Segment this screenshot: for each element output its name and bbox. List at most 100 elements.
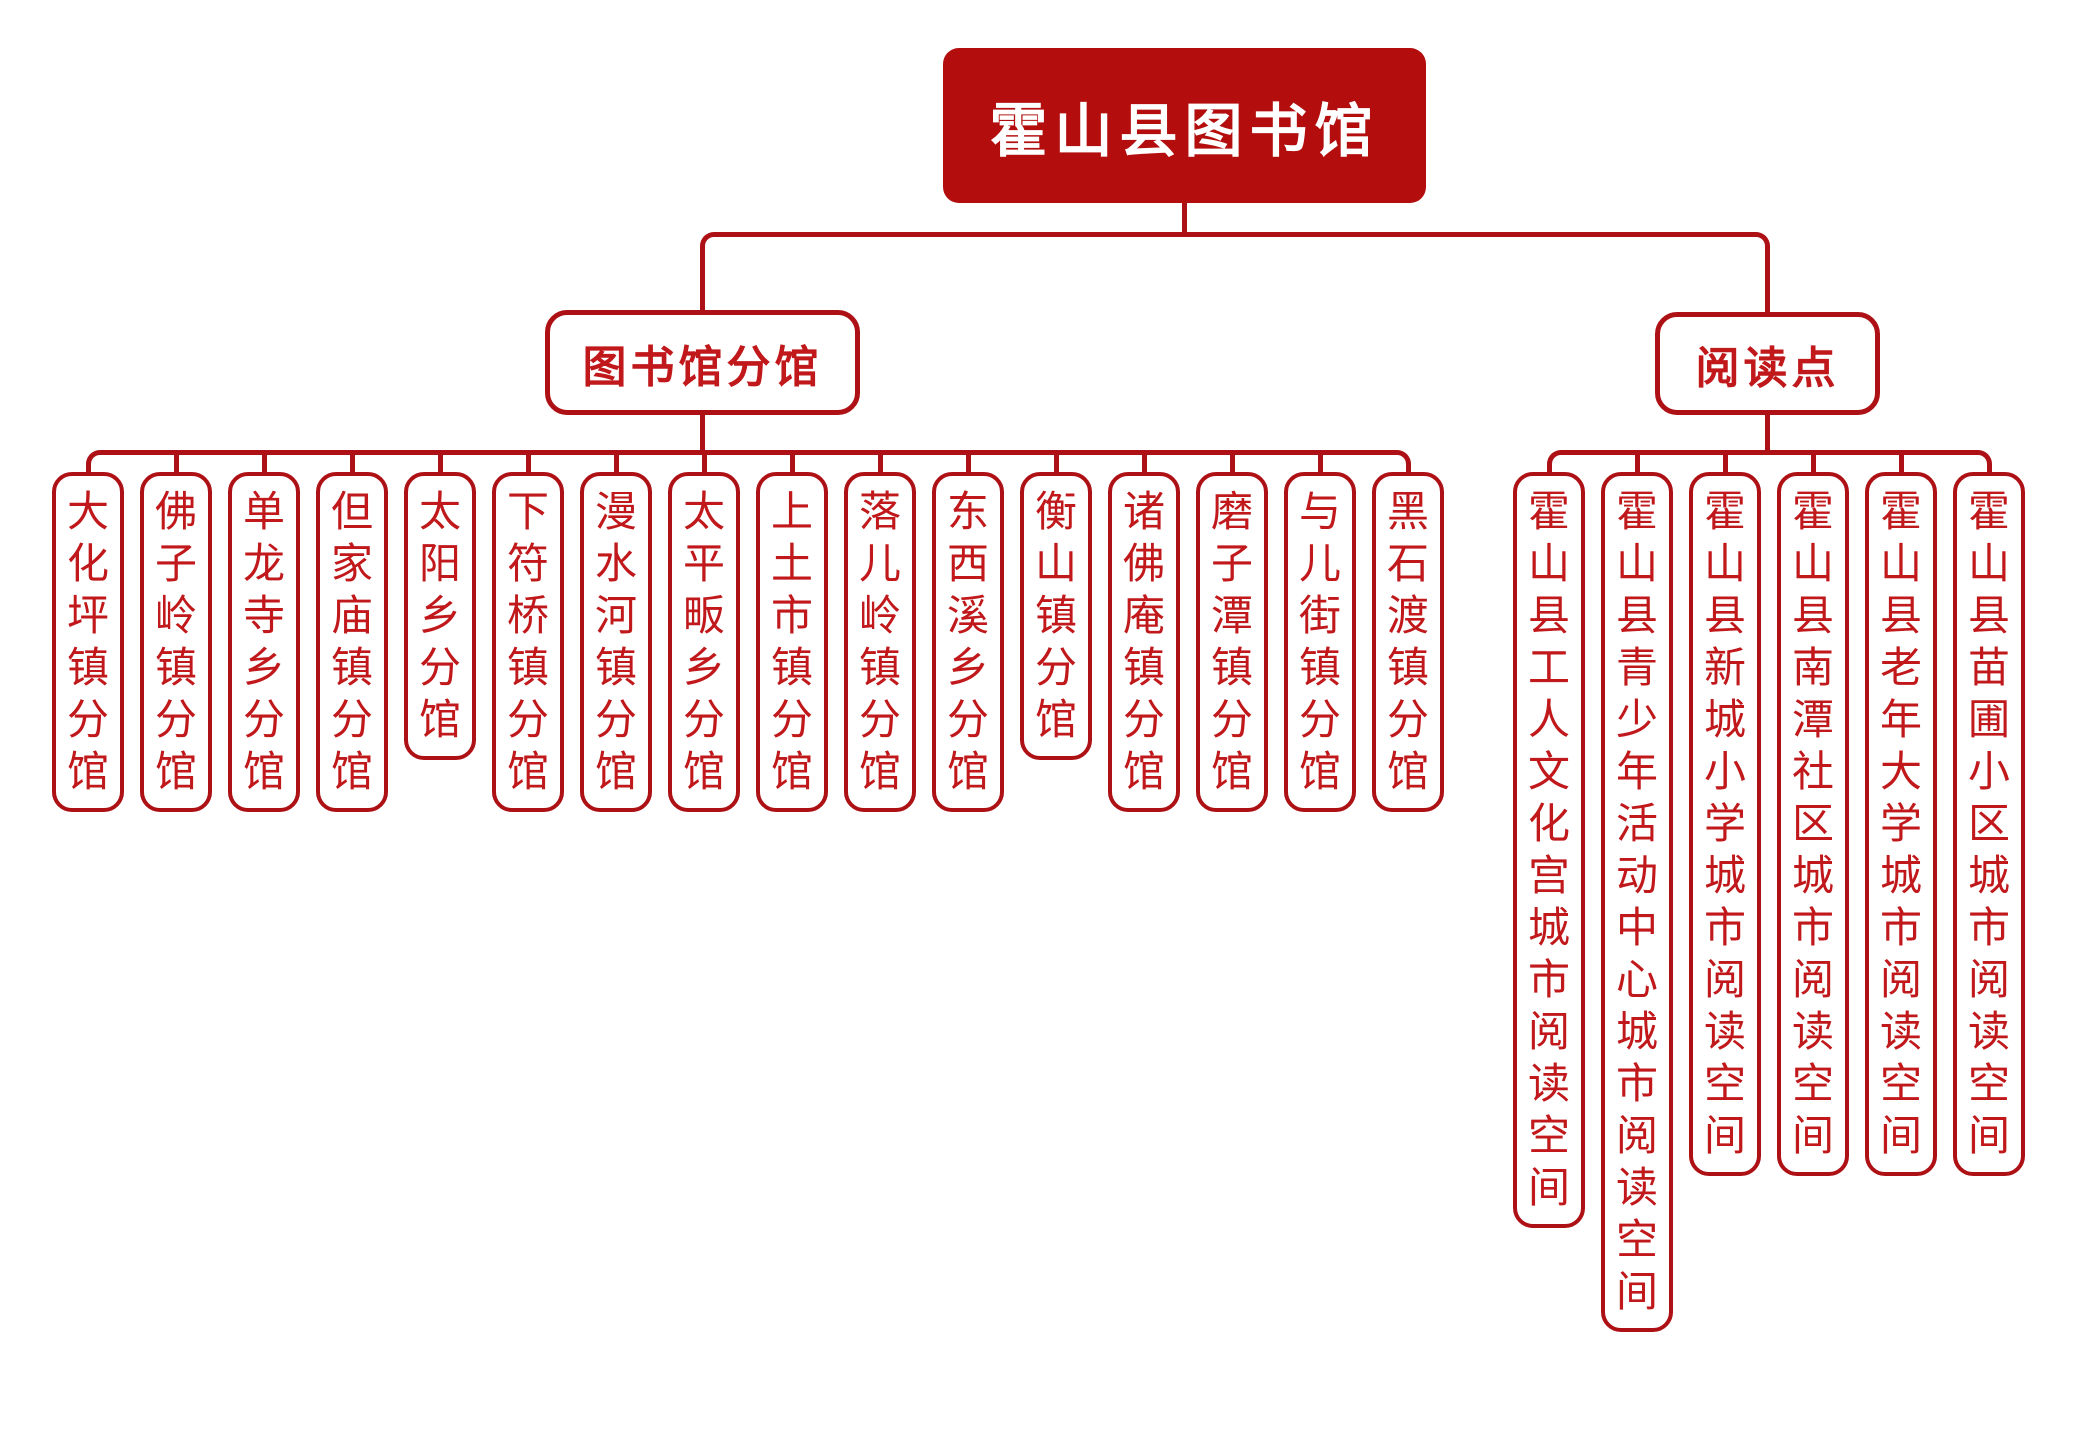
leaf-char: 镇 bbox=[594, 644, 637, 691]
leaf-char: 畈 bbox=[682, 592, 725, 639]
leaf-char: 岭 bbox=[154, 592, 197, 639]
leaf-char: 心 bbox=[1615, 956, 1658, 1003]
leaf-char: 读 bbox=[1967, 1008, 2010, 1055]
leaf-char: 间 bbox=[1791, 1112, 1834, 1159]
leaf-char: 上 bbox=[770, 488, 813, 535]
leaf-node-taipingfan: 太平畈乡分馆 bbox=[668, 472, 740, 812]
leaf-char: 岭 bbox=[858, 592, 901, 639]
leaf-char: 落 bbox=[858, 488, 901, 535]
leaf-node-youth-activity-center: 霍山县青少年活动中心城市阅读空间 bbox=[1601, 472, 1673, 1332]
leaf-char: 空 bbox=[1879, 1060, 1922, 1107]
leaf-char: 馆 bbox=[506, 748, 549, 795]
leaf-char: 山 bbox=[1967, 540, 2010, 587]
leaf-char: 人 bbox=[1527, 696, 1570, 743]
leaf-char: 阅 bbox=[1879, 956, 1922, 1003]
leaf-char: 馆 bbox=[330, 748, 373, 795]
connector-line bbox=[261, 450, 267, 476]
leaf-char: 馆 bbox=[1122, 748, 1165, 795]
leaf-node-xiafuqiao: 下符桥镇分馆 bbox=[492, 472, 564, 812]
connector-line bbox=[1898, 450, 1904, 476]
leaf-char: 龙 bbox=[242, 540, 285, 587]
leaf-char: 馆 bbox=[594, 748, 637, 795]
leaf-char: 馆 bbox=[770, 748, 813, 795]
leaf-char: 化 bbox=[1527, 800, 1570, 847]
leaf-node-xincheng-primary-school: 霍山县新城小学城市阅读空间 bbox=[1689, 472, 1761, 1176]
leaf-char: 分 bbox=[594, 696, 637, 743]
leaf-char: 馆 bbox=[858, 748, 901, 795]
leaf-node-workers-cultural-palace: 霍山县工人文化宫城市阅读空间 bbox=[1513, 472, 1585, 1228]
branch-node-library-branches: 图书馆分馆 bbox=[545, 310, 860, 415]
leaf-char: 读 bbox=[1703, 1008, 1746, 1055]
leaf-char: 石 bbox=[1386, 540, 1429, 587]
leaf-char: 衡 bbox=[1034, 488, 1077, 535]
leaf-char: 太 bbox=[682, 488, 725, 535]
leaf-char: 诸 bbox=[1122, 488, 1165, 535]
connector-line bbox=[965, 450, 971, 476]
leaf-char: 山 bbox=[1034, 540, 1077, 587]
root-node: 霍山县图书馆 bbox=[943, 48, 1426, 203]
leaf-node-taiyang: 太阳乡分馆 bbox=[404, 472, 476, 760]
leaf-char: 家 bbox=[330, 540, 373, 587]
leaf-char: 县 bbox=[1615, 592, 1658, 639]
leaf-char: 乡 bbox=[418, 592, 461, 639]
leaf-char: 渡 bbox=[1386, 592, 1429, 639]
leaf-char: 学 bbox=[1703, 800, 1746, 847]
connector-line bbox=[613, 450, 619, 476]
leaf-char: 区 bbox=[1967, 800, 2010, 847]
leaf-char: 空 bbox=[1615, 1216, 1658, 1263]
leaf-char: 圃 bbox=[1967, 696, 2010, 743]
leaf-char: 馆 bbox=[242, 748, 285, 795]
leaf-node-dongxixi: 东西溪乡分馆 bbox=[932, 472, 1004, 812]
leaf-char: 馆 bbox=[682, 748, 725, 795]
connector-elbow bbox=[700, 232, 716, 314]
leaf-char: 馆 bbox=[1034, 696, 1077, 743]
leaf-char: 平 bbox=[682, 540, 725, 587]
leaf-char: 区 bbox=[1791, 800, 1834, 847]
leaf-char: 佛 bbox=[1122, 540, 1165, 587]
leaf-node-zhufoan: 诸佛庵镇分馆 bbox=[1108, 472, 1180, 812]
leaf-char: 大 bbox=[1879, 748, 1922, 795]
leaf-char: 阅 bbox=[1615, 1112, 1658, 1159]
leaf-char: 镇 bbox=[330, 644, 373, 691]
leaf-char: 市 bbox=[1967, 904, 2010, 951]
leaf-char: 庵 bbox=[1122, 592, 1165, 639]
leaf-char: 镇 bbox=[1298, 644, 1341, 691]
leaf-char: 镇 bbox=[154, 644, 197, 691]
leaf-char: 大 bbox=[66, 488, 109, 535]
leaf-node-miaopu-residential: 霍山县苗圃小区城市阅读空间 bbox=[1953, 472, 2025, 1176]
connector-line bbox=[1765, 415, 1770, 455]
leaf-char: 市 bbox=[1703, 904, 1746, 951]
leaf-char: 间 bbox=[1703, 1112, 1746, 1159]
connector-line bbox=[525, 450, 531, 476]
connector-line bbox=[1182, 203, 1187, 237]
leaf-char: 分 bbox=[66, 696, 109, 743]
leaf-char: 化 bbox=[66, 540, 109, 587]
leaf-char: 馆 bbox=[1210, 748, 1253, 795]
connector-line bbox=[701, 450, 707, 476]
leaf-char: 馆 bbox=[946, 748, 989, 795]
leaf-char: 分 bbox=[418, 644, 461, 691]
leaf-char: 读 bbox=[1879, 1008, 1922, 1055]
leaf-char: 霍 bbox=[1879, 488, 1922, 535]
connector-line bbox=[1053, 450, 1059, 476]
leaf-char: 儿 bbox=[858, 540, 901, 587]
leaf-char: 城 bbox=[1791, 852, 1834, 899]
leaf-char: 山 bbox=[1615, 540, 1658, 587]
leaf-char: 河 bbox=[594, 592, 637, 639]
leaf-char: 新 bbox=[1703, 644, 1746, 691]
leaf-char: 漫 bbox=[594, 488, 637, 535]
connector-line bbox=[716, 232, 1754, 237]
leaf-char: 分 bbox=[770, 696, 813, 743]
leaf-char: 空 bbox=[1703, 1060, 1746, 1107]
leaf-char: 但 bbox=[330, 488, 373, 535]
leaf-char: 山 bbox=[1879, 540, 1922, 587]
leaf-char: 少 bbox=[1615, 696, 1658, 743]
leaf-char: 市 bbox=[1527, 956, 1570, 1003]
leaf-char: 分 bbox=[1298, 696, 1341, 743]
connector-elbow bbox=[85, 450, 102, 476]
connector-elbow bbox=[1394, 450, 1411, 476]
connector-line bbox=[1722, 450, 1728, 476]
leaf-node-shangtushi: 上土市镇分馆 bbox=[756, 472, 828, 812]
connector-line bbox=[1562, 450, 1976, 455]
